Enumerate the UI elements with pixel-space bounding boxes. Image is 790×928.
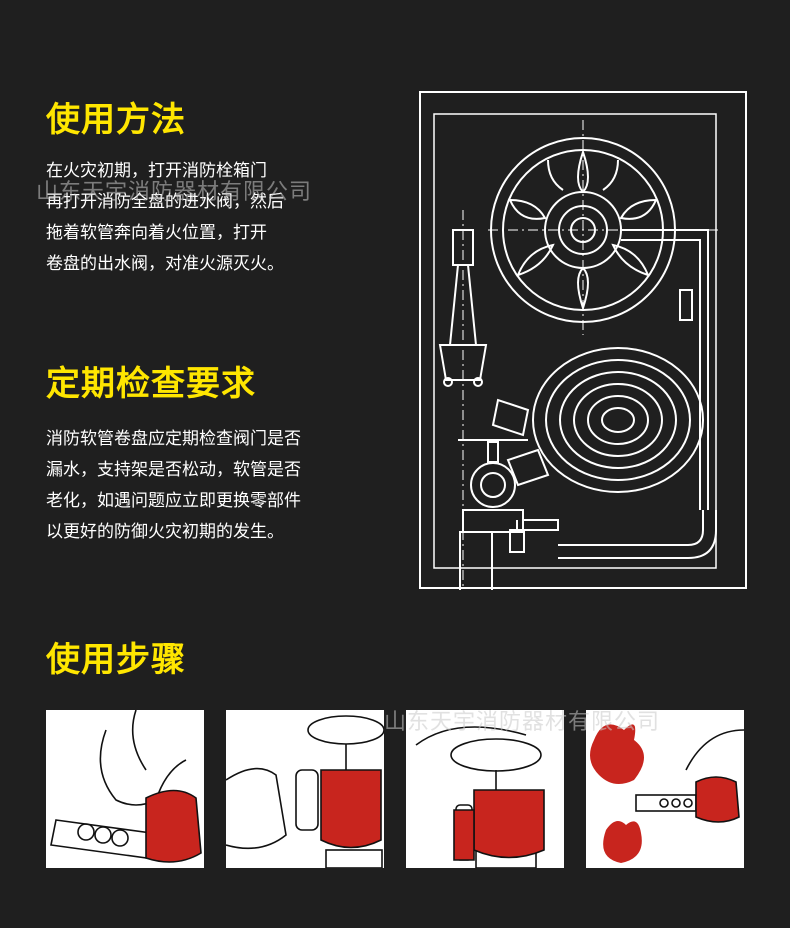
lower-coiled-hose (491, 347, 704, 493)
nozzle-drawing (438, 229, 488, 387)
open-valve-illustration (415, 726, 545, 868)
step-panel-1 (46, 710, 204, 868)
inspection-line: 以更好的防御火灾初期的发生。 (46, 522, 284, 542)
cabinet-inner-frame (433, 113, 717, 569)
usage-text: 在火灾初期，打开消防栓箱门 再打开消防全盘的进水阀，然后 拖着软管奔向着火位置，… (46, 156, 386, 280)
hydrant-valve-drawing (458, 439, 717, 590)
usage-line: 卷盘的出水阀，对准火源灭火。 (46, 254, 284, 274)
grip-hose-illustration (50, 710, 202, 863)
usage-line: 在火灾初期，打开消防栓箱门 (46, 161, 267, 181)
cabinet-outer-frame (419, 91, 747, 589)
inspection-line: 消防软管卷盘应定期检查阀门是否 (46, 429, 301, 449)
usage-line: 再打开消防全盘的进水阀，然后 (46, 192, 284, 212)
usage-line: 拖着软管奔向着火位置，打开 (46, 223, 267, 243)
step-panel-3 (406, 710, 564, 868)
inspection-line: 老化，如遇问题应立即更换零部件 (46, 491, 301, 511)
watermark-text: 山东天宇消防器材有限公司 (36, 180, 313, 205)
watermark-text: 山东天宇消防器材有限公司 (384, 710, 661, 735)
upper-hose-reel (490, 137, 709, 510)
hose-reel-cabinet-drawing (419, 91, 747, 590)
spray-fire-illustration (590, 724, 744, 863)
connect-valve-illustration (226, 715, 384, 868)
inspection-text: 消防软管卷盘应定期检查阀门是否 漏水，支持架是否松动，软管是否 老化，如遇问题应… (46, 424, 386, 548)
step-panel-4 (586, 710, 744, 868)
inspection-line: 漏水，支持架是否松动，软管是否 (46, 460, 301, 480)
step-panel-2 (226, 710, 384, 868)
usage-heading: 使用方法 (46, 100, 186, 140)
steps-heading: 使用步骤 (46, 640, 186, 680)
inspection-heading: 定期检查要求 (46, 364, 256, 404)
